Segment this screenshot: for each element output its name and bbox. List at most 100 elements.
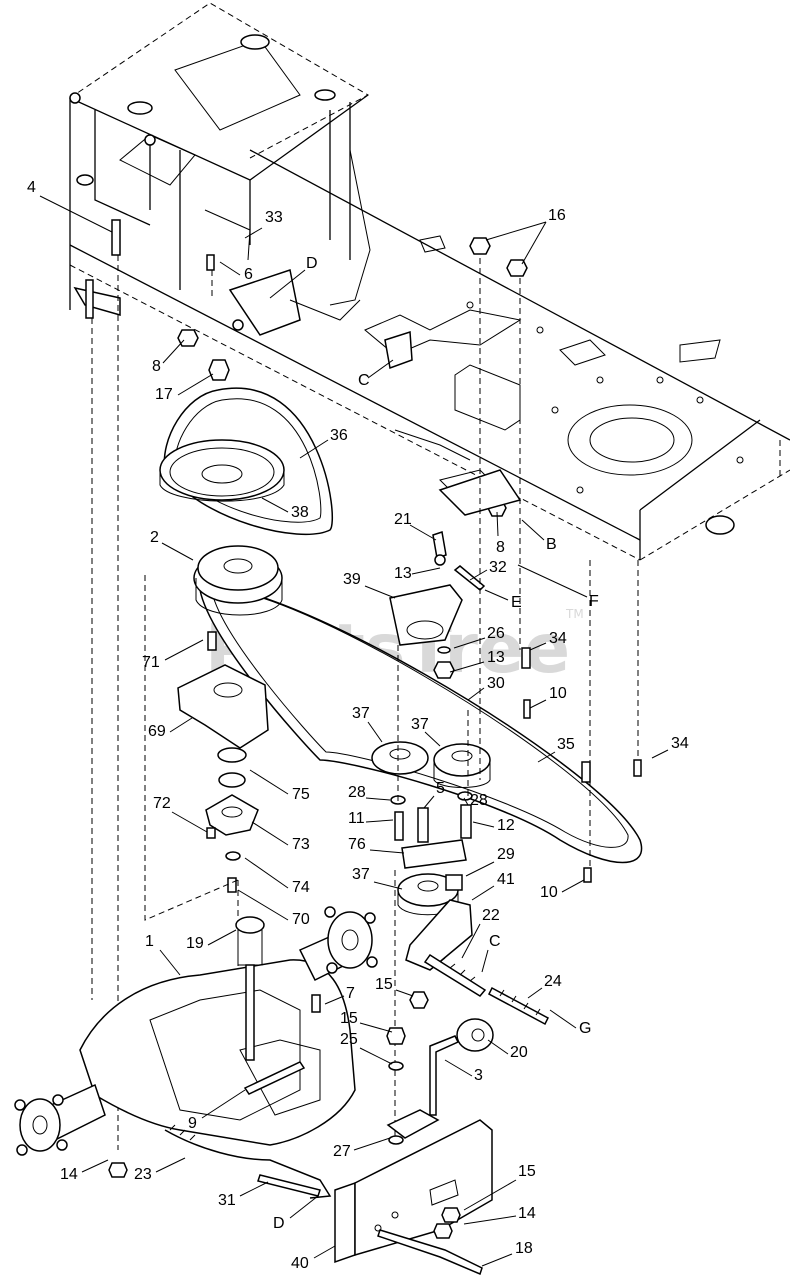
callout-c12: 12 <box>497 817 515 834</box>
callout-c34b: 34 <box>671 735 689 752</box>
callout-c6: 6 <box>244 266 253 283</box>
callout-c25: 25 <box>340 1031 358 1048</box>
callout-c17: 17 <box>155 386 173 403</box>
hub-left <box>19 1098 61 1152</box>
leader-c6 <box>219 261 241 276</box>
callout-c20: 20 <box>510 1044 528 1061</box>
leader-c30 <box>467 687 485 701</box>
leader-c8a <box>162 339 185 364</box>
rod-9 <box>243 1061 306 1095</box>
idler-bracket-39 <box>389 584 463 646</box>
callout-c13b: 13 <box>487 649 505 666</box>
callout-cF: F <box>589 593 599 610</box>
fan-19 <box>235 916 265 934</box>
callout-c74: 74 <box>292 879 310 896</box>
leader-c73 <box>251 821 289 846</box>
leader-c34a <box>529 642 547 651</box>
drive-belt-35 <box>199 586 643 864</box>
callout-c16: 16 <box>548 207 566 224</box>
spacer-34b <box>633 759 642 777</box>
bolt-70 <box>227 877 237 893</box>
leader-c25 <box>359 1047 393 1065</box>
leader-c37c <box>373 881 403 890</box>
bolt-5 <box>417 807 429 843</box>
nut-15b <box>386 1027 406 1045</box>
callout-c28a: 28 <box>348 784 366 801</box>
bolt-13 <box>434 554 446 566</box>
spring-22 <box>423 953 487 997</box>
callout-c19: 19 <box>186 935 204 952</box>
callout-c24: 24 <box>544 973 562 990</box>
pulley-38 <box>159 439 285 501</box>
leader-c24 <box>527 987 543 999</box>
callout-c14b: 14 <box>518 1205 536 1222</box>
leader-c76 <box>369 849 405 854</box>
leader-c72 <box>171 811 208 833</box>
leader-c37b <box>424 731 441 747</box>
leader-cD1 <box>269 269 306 299</box>
callout-c75: 75 <box>292 786 310 803</box>
callout-c26: 26 <box>487 625 505 642</box>
bushing-75a <box>217 747 247 763</box>
callout-c4: 4 <box>27 179 36 196</box>
callout-c15a: 15 <box>375 976 393 993</box>
callout-c35: 35 <box>557 736 575 753</box>
leader-c32 <box>469 569 488 581</box>
callout-c37a: 37 <box>352 705 370 722</box>
leader-c31 <box>239 1181 269 1197</box>
leader-c28b <box>463 797 469 806</box>
leader-cB <box>521 519 545 541</box>
bolt-10b <box>583 867 592 883</box>
rod-10-segment <box>581 761 591 783</box>
leader-c22 <box>461 923 481 959</box>
callout-c31: 31 <box>218 1192 236 1209</box>
leader-c26 <box>453 637 486 649</box>
leader-c75 <box>249 769 289 795</box>
leader-c41 <box>471 885 495 901</box>
leader-c71 <box>164 639 204 661</box>
leader-c16b <box>521 221 547 265</box>
nut-17 <box>208 359 230 381</box>
leader-cG <box>549 1009 577 1029</box>
nut-frame <box>232 319 244 331</box>
leader-c36 <box>299 439 329 459</box>
callout-c8a: 8 <box>152 358 161 375</box>
bolt-71 <box>207 631 217 651</box>
transmission-pulley-2 <box>193 545 283 616</box>
leader-c38 <box>261 497 289 513</box>
leader-c19 <box>207 929 237 946</box>
nut-15a <box>409 991 429 1009</box>
rod-18 <box>377 1229 483 1276</box>
spring-24 <box>488 986 549 1026</box>
leader-c7 <box>324 995 345 1005</box>
roller-20 <box>456 1018 494 1052</box>
callout-c29: 29 <box>497 846 515 863</box>
callout-c9: 9 <box>188 1115 197 1132</box>
leader-c20 <box>487 1039 509 1055</box>
leader-c40 <box>313 1245 336 1259</box>
leader-c14a <box>81 1159 109 1173</box>
nut-13-lower <box>433 661 455 679</box>
callout-c7: 7 <box>346 985 355 1002</box>
leader-c33 <box>244 227 263 239</box>
callout-c23: 23 <box>134 1166 152 1183</box>
callout-cC1: C <box>358 372 370 389</box>
arm-3 <box>429 1035 460 1116</box>
callout-c32: 32 <box>489 559 507 576</box>
leader-c39 <box>364 585 396 599</box>
idler-arm-group <box>389 531 486 713</box>
leader-c35 <box>537 751 556 763</box>
rod-32 <box>453 565 486 592</box>
bracket-40 <box>334 1181 356 1264</box>
callout-c34a: 34 <box>549 630 567 647</box>
callout-c11: 11 <box>348 810 365 827</box>
callout-c10b: 10 <box>540 884 558 901</box>
plate-73 <box>205 794 259 836</box>
spacer-29 <box>445 874 463 891</box>
callout-c18: 18 <box>515 1240 533 1257</box>
leader-c18 <box>481 1253 513 1267</box>
bracket-c <box>384 330 413 370</box>
leader-c29 <box>465 861 495 877</box>
leader-c12 <box>472 821 495 828</box>
